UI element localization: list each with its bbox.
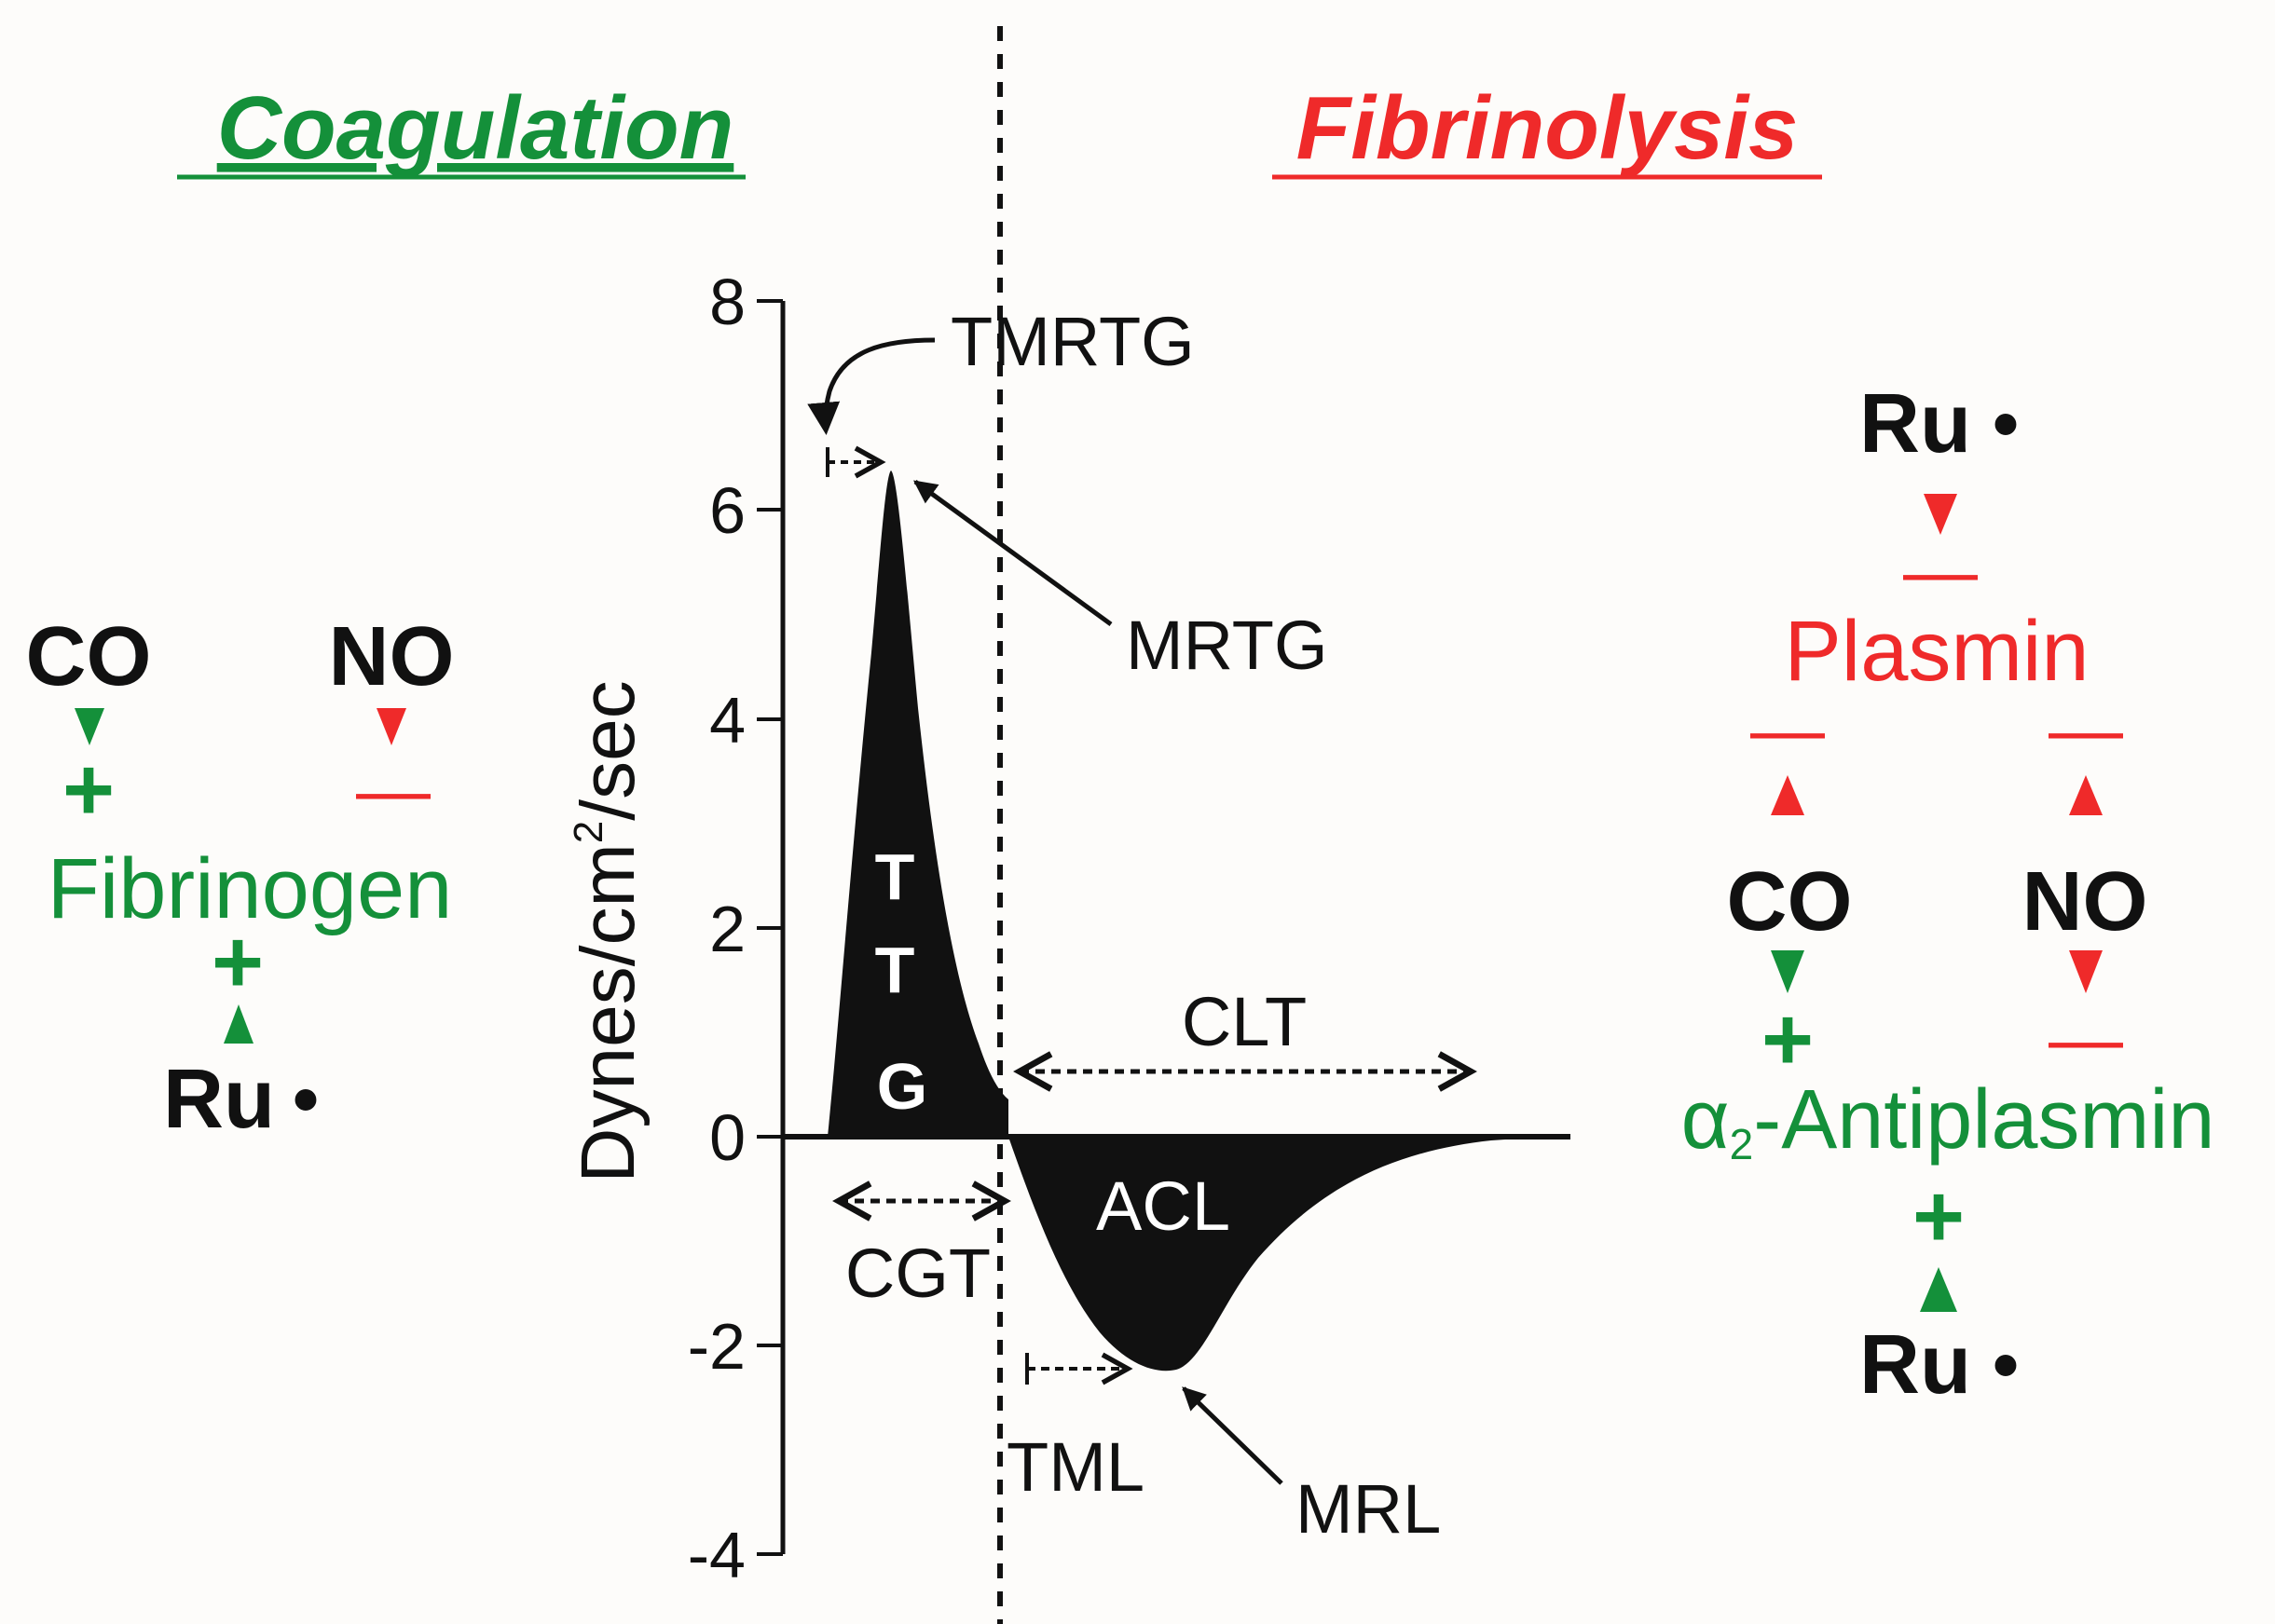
acl-area: [1008, 1137, 1519, 1372]
ru-plus-right: +: [1912, 1167, 1965, 1266]
no-arrow-left: [377, 708, 406, 745]
co-plus-right: +: [1761, 989, 1814, 1089]
velocity-chart: Dynes/cm2/sec 8 6 4 2 0 -2 -4 T: [566, 266, 1570, 1591]
no-arrow-right: [2069, 950, 2103, 993]
tmrtg-interval: [826, 445, 886, 479]
co-arrow-left: [75, 708, 104, 745]
ru-label-left: Ru: [163, 1053, 275, 1146]
ru-arrow-right-top: [1924, 494, 1957, 535]
co-arrow-to-plasmin: [1771, 775, 1804, 815]
acl-label: ACL: [1096, 1167, 1230, 1245]
plasmin-label: Plasmin: [1784, 604, 2089, 699]
y-tick-label: 2: [709, 893, 746, 965]
mrtg-label: MRTG: [1126, 607, 1328, 684]
coagulation-panel: CO NO + — Fibrinogen + Ru •: [26, 610, 455, 1146]
antiplasmin-suffix: -Antiplasmin: [1753, 1073, 2214, 1167]
mrl-label: MRL: [1295, 1470, 1441, 1548]
clt-label: CLT: [1182, 983, 1307, 1060]
tmrtg-curved-arrow: [807, 337, 936, 435]
ru-minus-right-top: —: [1903, 529, 1978, 612]
cgt-label: CGT: [845, 1235, 991, 1312]
no-arrow-to-plasmin: [2069, 775, 2103, 815]
co-plus-left: +: [62, 740, 115, 839]
y-tick-label: -4: [688, 1519, 746, 1591]
tmrtg-label: TMRTG: [951, 303, 1195, 380]
co-label-right: CO: [1727, 855, 1853, 948]
no-minus-left: —: [356, 748, 431, 831]
fibrinolysis-panel: Ru • — Plasmin — — CO NO + — α2-Antiplas…: [1681, 377, 2215, 1412]
ru-dot-left: •: [293, 1058, 319, 1140]
ru-dot-right-bottom: •: [1993, 1323, 2019, 1406]
y-axis-label: Dynes/cm2/sec: [566, 680, 651, 1182]
y-axis-label-tail: /sec: [566, 680, 651, 820]
fibrinogen-label: Fibrinogen: [48, 841, 453, 936]
y-axis-label-main: Dynes/cm: [566, 843, 651, 1183]
y-tick-label: 6: [709, 474, 746, 547]
ttg-label-g: G: [877, 1050, 927, 1123]
ru-plus-left: +: [212, 912, 264, 1012]
tml-interval: [1025, 1352, 1133, 1385]
co-minus-plasmin: —: [1750, 688, 1825, 771]
ru-dot-right-top: •: [1993, 382, 2019, 465]
fibrinolysis-title: Fibrinolysis: [1296, 78, 1799, 178]
antiplasmin-subscript: 2: [1730, 1120, 1754, 1168]
ttg-area: [828, 471, 1008, 1137]
ttg-label-t1: T: [875, 840, 915, 913]
co-label-left: CO: [26, 610, 152, 703]
y-tick-label: 0: [709, 1101, 746, 1174]
y-ticks: 8 6 4 2 0 -2 -4: [688, 266, 783, 1591]
tml-label: TML: [1007, 1428, 1144, 1506]
antiplasmin-label: α2-Antiplasmin: [1681, 1073, 2215, 1168]
ru-label-right-top: Ru: [1859, 377, 1971, 471]
y-axis-label-sup: 2: [566, 821, 611, 843]
no-label-right: NO: [2022, 855, 2148, 948]
y-tick-label: 8: [709, 266, 746, 338]
mrl-arrow: [1182, 1386, 1283, 1485]
y-tick-label: 4: [709, 684, 746, 757]
antiplasmin-alpha: α: [1681, 1073, 1730, 1167]
no-minus-plasmin: —: [2049, 688, 2123, 771]
ru-arrow-left: [224, 1004, 254, 1044]
no-minus-right: —: [2049, 997, 2123, 1080]
ru-arrow-right-bottom: [1920, 1267, 1957, 1312]
mrtg-arrow: [912, 479, 1113, 627]
y-tick-label: -2: [688, 1310, 746, 1383]
coagulation-title: Coagulation: [217, 78, 734, 178]
no-label-left: NO: [329, 610, 455, 703]
co-arrow-right: [1771, 950, 1804, 993]
ttg-label-t2: T: [875, 934, 915, 1006]
ru-label-right-bottom: Ru: [1859, 1318, 1971, 1412]
